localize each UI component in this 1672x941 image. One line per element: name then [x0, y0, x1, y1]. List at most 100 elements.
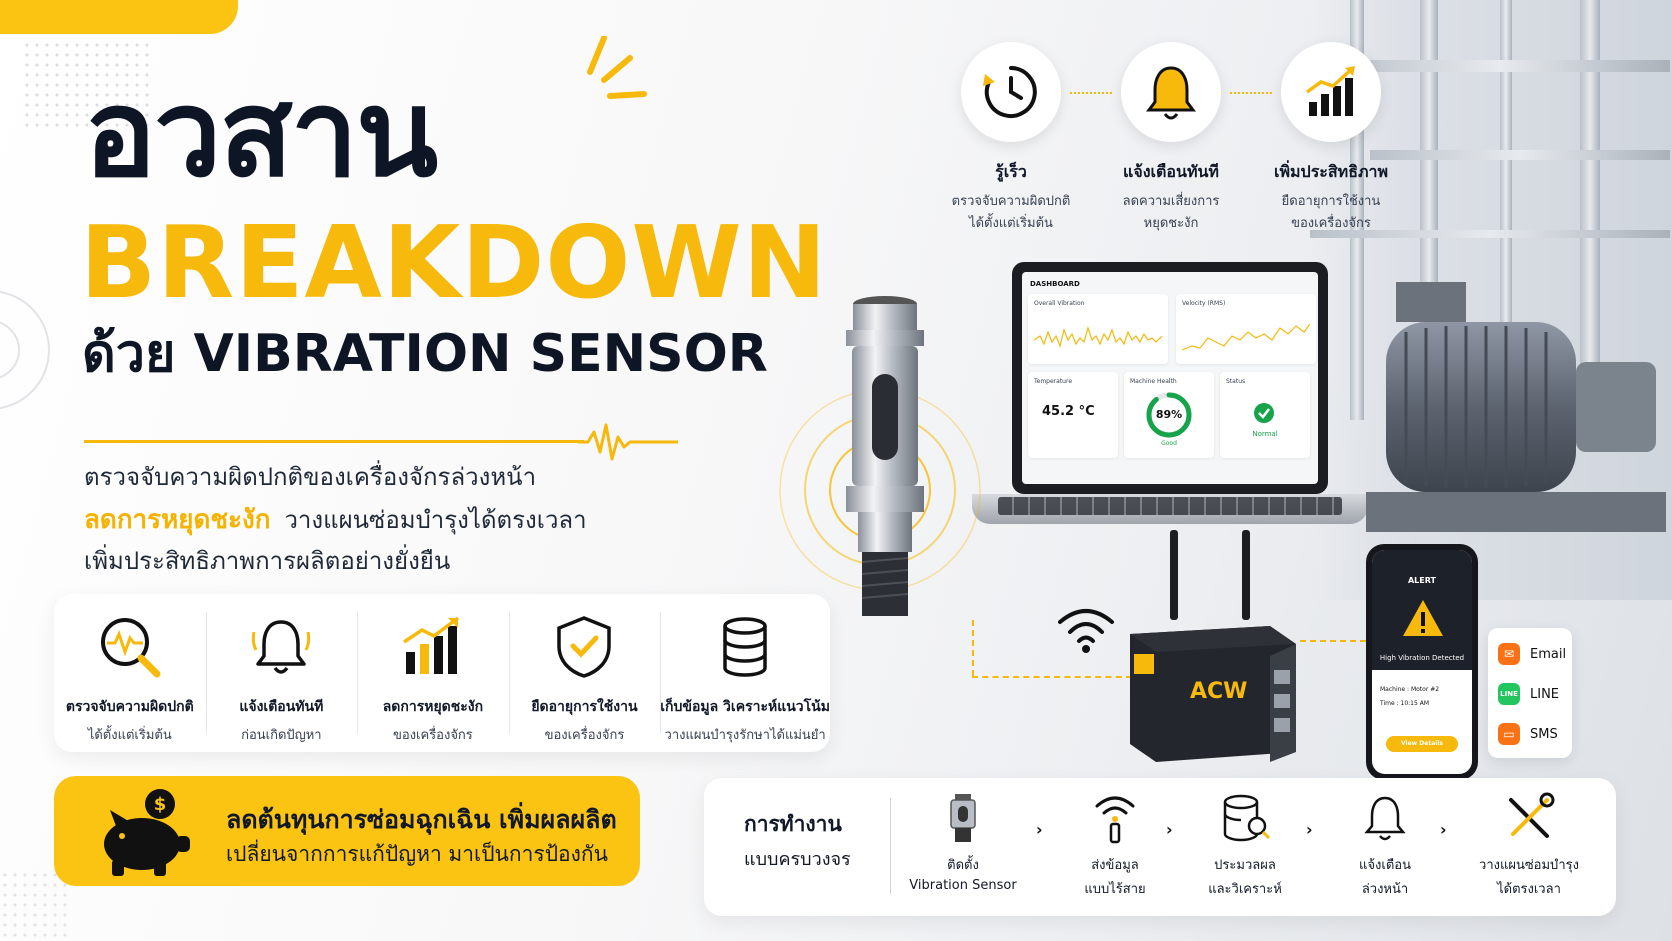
pulse-icon — [578, 423, 678, 461]
feature-title: ตรวจจับความผิดปกติ — [65, 699, 194, 715]
iot-gateway-icon: ACW — [1130, 530, 1296, 762]
clock-fast-icon — [983, 66, 1037, 118]
notification-channels: ✉ Email LINE LINE ▭ SMS — [1488, 628, 1572, 758]
panel-label: Velocity (RMS) — [1182, 300, 1226, 307]
growth-chart-icon — [1305, 66, 1355, 116]
shield-check-icon — [557, 616, 612, 678]
chevron-right-icon: › — [1036, 820, 1043, 839]
phone-screen: ALERT High Vibration Detected Machine : … — [1372, 550, 1472, 774]
benefit-fast: รู้เร็ว ตรวจจับความผิดปกติ ได้ตั้งแต่เริ… — [926, 42, 1096, 235]
feature-desc: ของเครื่องจักร — [544, 728, 625, 743]
bell-icon — [1146, 66, 1196, 120]
panel-label: Overall Vibration — [1034, 300, 1085, 307]
phone-machine: Machine : Motor #2 — [1380, 686, 1440, 693]
feature-desc: ของเครื่องจักร — [393, 728, 473, 743]
wifi-icon — [1058, 609, 1114, 653]
process-step-alert: แจ้งเตือน ล่วงหน้า — [1320, 792, 1450, 899]
step-label-2: แบบไร้สาย — [1084, 882, 1146, 897]
check-circle-icon — [1254, 403, 1274, 423]
phone-alert-message: High Vibration Detected — [1379, 654, 1465, 662]
savings-banner: $ ลดต้นทุนการซ่อมฉุกเฉิน เพิ่มผลผลิต เปล… — [54, 776, 640, 886]
subtitle-line-1: ตรวจจับความผิดปกติของเครื่องจักรล่วงหน้า — [84, 463, 537, 491]
tools-icon — [1509, 792, 1555, 838]
panel-velocity: Velocity (RMS) — [1176, 294, 1316, 364]
dashboard: DASHBOARD Overall Vibration Velocity (RM… — [1022, 272, 1318, 484]
status-value: Normal — [1252, 430, 1278, 438]
panel-label: Status — [1226, 378, 1246, 385]
velocity-graph — [1182, 323, 1310, 351]
database-icon — [723, 617, 767, 677]
headline-sensor: ด้วย VIBRATION SENSOR — [82, 324, 768, 384]
temperature-value: 45.2 °C — [1042, 404, 1095, 419]
channel-label: SMS — [1530, 726, 1558, 742]
email-icon: ✉ — [1498, 643, 1520, 665]
benefit-desc-1: ยืดอายุการใช้งาน — [1281, 194, 1381, 209]
feature-desc: วางแผนบำรุงรักษาได้แม่นยำ — [664, 728, 826, 743]
banner-line-2: เปลี่ยนจากการแก้ปัญหา มาเป็นการป้องกัน — [226, 842, 608, 866]
step-label-1: วางแผนซ่อมบำรุง — [1479, 858, 1579, 873]
step-label-1: ประมวลผล — [1214, 858, 1276, 873]
line-icon: LINE — [1498, 683, 1520, 705]
benefit-desc-1: ลดความเสี่ยงการ — [1122, 194, 1220, 209]
step-label-2: ล่วงหน้า — [1361, 882, 1409, 897]
benefit-connector — [1070, 92, 1112, 94]
benefit-alert: แจ้งเตือนทันที ลดความเสี่ยงการ หยุดชะงัก — [1086, 42, 1256, 235]
connector-line — [1300, 640, 1366, 642]
sms-icon: ▭ — [1498, 723, 1520, 745]
benefit-title: รู้เร็ว — [995, 162, 1027, 181]
bar-chart-up-icon — [402, 616, 459, 674]
piggy-bank-icon: $ — [104, 789, 190, 876]
process-divider — [890, 798, 891, 894]
electric-motor-icon — [1366, 282, 1666, 532]
process-step-transmit: ส่งข้อมูล แบบไร้สาย — [1050, 792, 1180, 899]
corner-tab — [0, 0, 238, 34]
subtitle-highlight: ลดการหยุดชะงัก — [84, 505, 271, 535]
warning-icon — [1403, 600, 1443, 636]
feature-title: เก็บข้อมูล วิเคราะห์แนวโน้ม — [660, 699, 830, 715]
feature-card: ตรวจจับความผิดปกติ ได้ตั้งแต่เริ่มต้น แจ… — [54, 594, 830, 752]
headline-divider — [84, 440, 584, 443]
health-value: 89% — [1155, 408, 1183, 421]
subtitle-line-2-rest: วางแผนซ่อมบำรุงได้ตรงเวลา — [284, 506, 587, 534]
feature-desc: ได้ตั้งแต่เริ่มต้น — [87, 728, 172, 743]
gateway-brand: ACW — [1190, 679, 1247, 704]
connector-line — [972, 620, 974, 676]
database-search-icon — [1223, 794, 1271, 842]
vibration-sensor-icon — [846, 296, 924, 616]
health-status: Good — [1161, 440, 1177, 447]
banner-line-1: ลดต้นทุนการซ่อมฉุกเฉิน เพิ่มผลผลิต — [226, 805, 617, 834]
dot-pattern — [22, 40, 152, 130]
feature-title: ยืดอายุการใช้งาน — [531, 699, 638, 715]
feature-title: แจ้งเตือนทันที — [239, 699, 324, 715]
dot-pattern-bottom — [0, 870, 70, 940]
channel-line: LINE LINE — [1498, 682, 1559, 706]
benefit-title: เพิ่มประสิทธิภาพ — [1273, 162, 1389, 181]
feature-desc: ก่อนเกิดปัญหา — [241, 728, 322, 743]
feature-extend-life: ยืดอายุการใช้งาน ของเครื่องจักร — [508, 594, 661, 752]
phone-alert-title: ALERT — [1407, 576, 1436, 585]
wireless-icon — [1095, 796, 1135, 844]
panel-overall-vibration: Overall Vibration — [1028, 294, 1168, 364]
feature-detect: ตรวจจับความผิดปกติ ได้ตั้งแต่เริ่มต้น — [54, 594, 206, 752]
subtitle-line-3: เพิ่มประสิทธิภาพการผลิตอย่างยั่งยืน — [84, 547, 451, 575]
benefit-desc-2: ได้ตั้งแต่เริ่มต้น — [969, 216, 1053, 231]
panel-label: Machine Health — [1130, 378, 1177, 385]
sensor-icon — [950, 794, 976, 842]
feature-reduce-downtime: ลดการหยุดชะงัก ของเครื่องจักร — [357, 594, 509, 752]
feature-data: เก็บข้อมูล วิเคราะห์แนวโน้ม วางแผนบำรุงร… — [660, 594, 830, 752]
magnifier-pulse-icon — [100, 618, 161, 678]
view-details-button[interactable]: View Details — [1386, 736, 1458, 752]
step-label-2: ได้ตรงเวลา — [1497, 882, 1561, 897]
spark-icon — [587, 36, 647, 99]
panel-status: Status Normal — [1220, 372, 1310, 458]
channel-sms: ▭ SMS — [1498, 722, 1558, 746]
step-label-1: ส่งข้อมูล — [1091, 858, 1139, 873]
phone: ALERT High Vibration Detected Machine : … — [1366, 544, 1478, 780]
laptop-screen: DASHBOARD Overall Vibration Velocity (RM… — [1012, 262, 1328, 494]
panel-label: Temperature — [1034, 378, 1073, 385]
health-gauge — [1146, 392, 1192, 438]
process-subtitle: แบบครบวงจร — [744, 849, 851, 870]
process-title: การทำงาน — [744, 812, 842, 836]
process-step-plan: วางแผนซ่อมบำรุง ได้ตรงเวลา — [1454, 792, 1604, 899]
benefit-efficiency: เพิ่มประสิทธิภาพ ยืดอายุการใช้งาน ของเคร… — [1246, 42, 1416, 235]
